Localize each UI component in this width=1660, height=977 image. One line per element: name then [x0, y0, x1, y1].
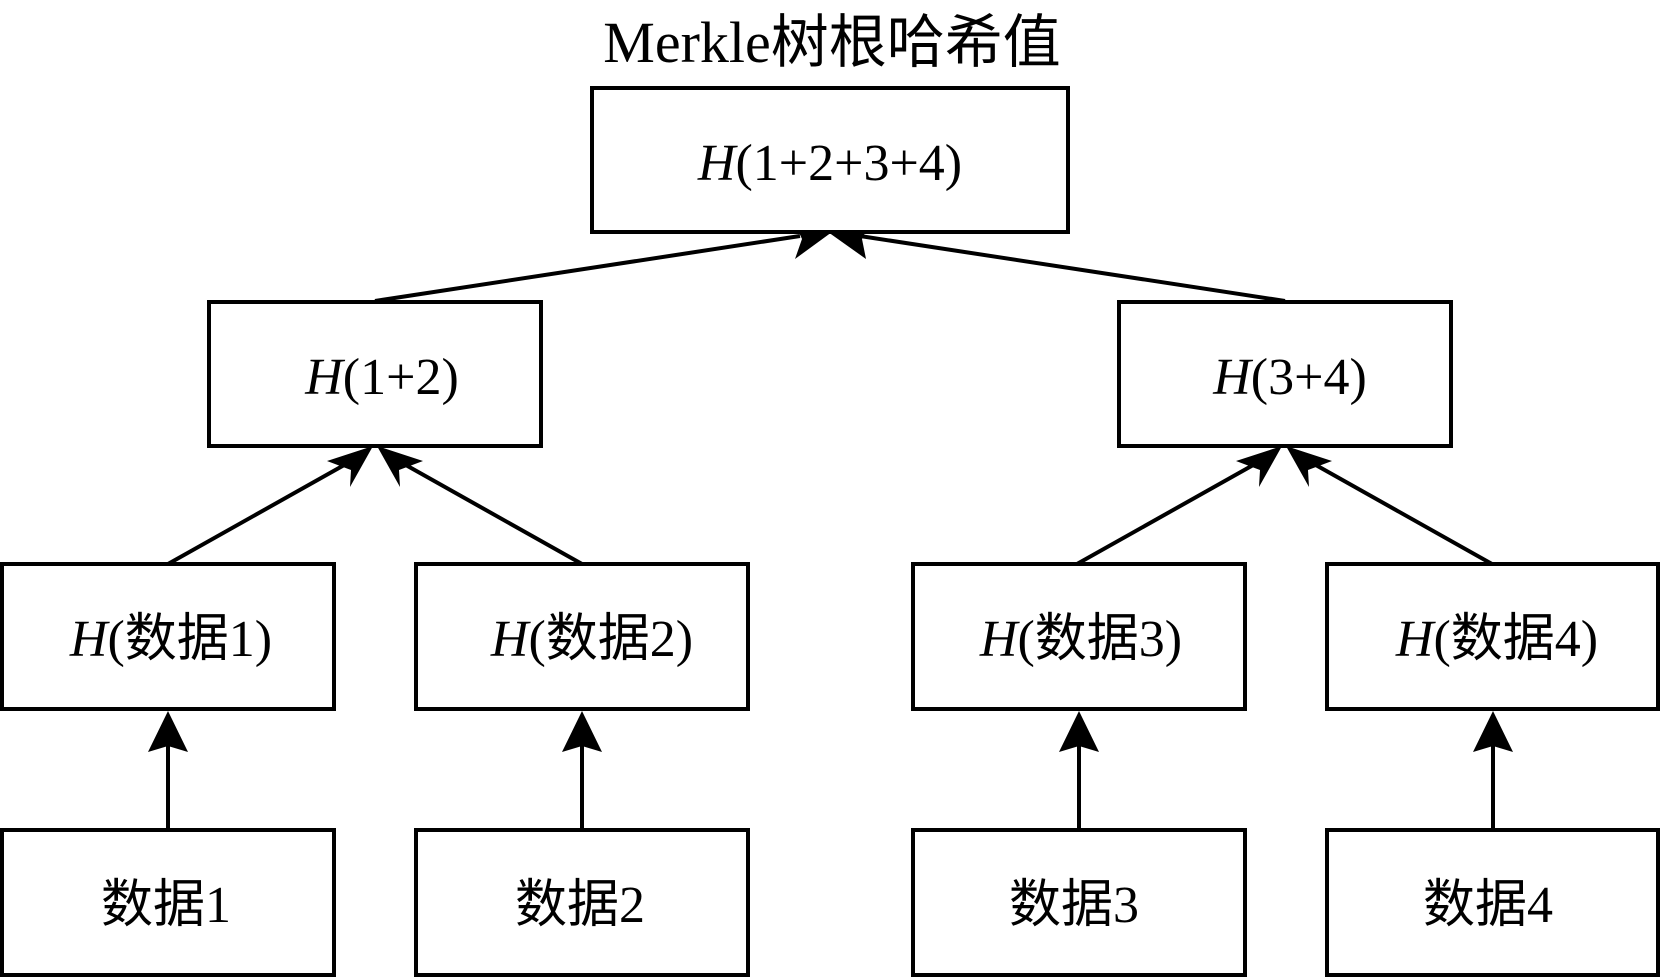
- node-d1: 数据1: [0, 828, 336, 977]
- node-root-label: H(1+2+3+4): [697, 135, 962, 192]
- arrowhead-h34-right: [1286, 446, 1332, 487]
- arrowhead-h3: [1059, 711, 1099, 752]
- node-d4-box: [1325, 828, 1660, 977]
- arrowhead-h1: [148, 711, 188, 752]
- node-h1: H(数据1): [0, 562, 336, 711]
- node-h1-box: [0, 562, 336, 711]
- edge-h1-h12: [167, 462, 347, 566]
- arrowhead-h34-left: [1236, 446, 1282, 487]
- node-d3-box: [911, 828, 1247, 977]
- node-h34: H(3+4): [1117, 300, 1453, 448]
- node-h2-box: [414, 562, 750, 711]
- edge-h3-h34: [1076, 462, 1256, 566]
- arrowhead-h4: [1473, 711, 1513, 752]
- node-d2-label: 数据2: [515, 877, 645, 934]
- arrowhead-h12-left: [327, 446, 373, 487]
- node-d2: 数据2: [414, 828, 750, 977]
- arrowhead-h12-right: [377, 446, 423, 487]
- node-h12-label: H(1+2): [304, 349, 459, 406]
- node-h34-label: H(3+4): [1212, 349, 1367, 406]
- arrowhead-h2: [562, 711, 602, 752]
- node-h34-box: [1117, 300, 1453, 448]
- node-h2-label: H(数据2): [490, 611, 693, 668]
- edge-h12-root: [374, 234, 801, 303]
- node-d4: 数据4: [1325, 828, 1660, 977]
- node-d1-label: 数据1: [101, 877, 231, 934]
- node-h12-box: [207, 300, 543, 448]
- node-d2-box: [414, 828, 750, 977]
- edges: [166, 234, 1495, 829]
- edge-h4-h34: [1313, 462, 1493, 566]
- node-d1-box: [0, 828, 336, 977]
- node-d3: 数据3: [911, 828, 1247, 977]
- edge-h2-h12: [403, 462, 583, 566]
- arrowheads: [148, 217, 1513, 752]
- node-h3: H(数据3): [911, 562, 1247, 711]
- node-h4-label: H(数据4): [1395, 611, 1598, 668]
- node-root-box: [590, 86, 1070, 234]
- node-h2: H(数据2): [414, 562, 750, 711]
- node-h4: H(数据4): [1325, 562, 1660, 711]
- node-h4-box: [1325, 562, 1660, 711]
- edge-h34-root: [859, 234, 1286, 303]
- node-d3-label: 数据3: [1009, 877, 1139, 934]
- node-d4-label: 数据4: [1423, 877, 1553, 934]
- node-h12: H(1+2): [207, 300, 543, 448]
- diagram-title: Merkle树根哈希值: [603, 10, 1061, 75]
- node-h3-label: H(数据3): [979, 611, 1182, 668]
- node-h3-box: [911, 562, 1247, 711]
- node-root: H(1+2+3+4): [590, 86, 1070, 234]
- node-h1-label: H(数据1): [69, 611, 272, 668]
